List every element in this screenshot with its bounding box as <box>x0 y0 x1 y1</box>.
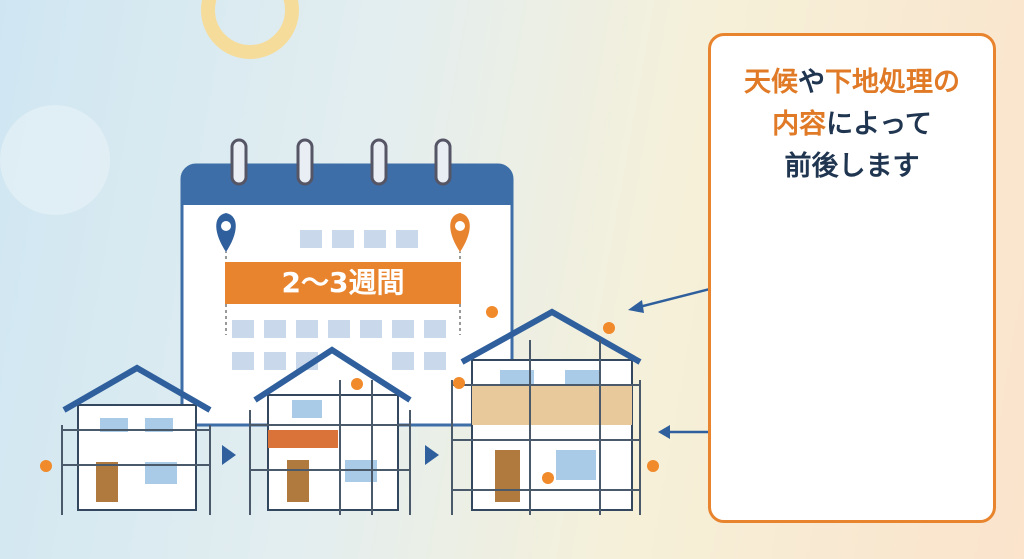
note-segment: 天候 <box>744 67 798 98</box>
arrow-icon <box>425 445 439 465</box>
note-line-1: 天候や下地処理の <box>711 62 993 104</box>
worker-icons <box>40 306 659 484</box>
house-during <box>249 346 412 515</box>
note-segment: 下地処理の <box>825 67 960 98</box>
note-text: 天候や下地処理の 内容によって 前後します <box>711 62 993 188</box>
duration-label: 2〜3週間 <box>225 262 461 304</box>
arrow-icon <box>222 445 236 465</box>
note-line-3: 前後します <box>784 151 920 182</box>
house-scaffold <box>451 308 642 515</box>
start-pin-icon <box>216 213 236 252</box>
note-segment: や <box>798 67 825 98</box>
house-before <box>61 364 212 515</box>
decor-ring <box>201 0 299 59</box>
note-callout: 天候や下地処理の 内容によって 前後します <box>708 33 996 523</box>
end-pin-icon <box>450 213 470 252</box>
note-segment: によって <box>826 109 932 140</box>
decor-circle <box>0 105 110 215</box>
calendar <box>180 138 514 427</box>
note-segment: 内容 <box>772 109 827 140</box>
note-line-2: 内容によって <box>711 104 993 146</box>
